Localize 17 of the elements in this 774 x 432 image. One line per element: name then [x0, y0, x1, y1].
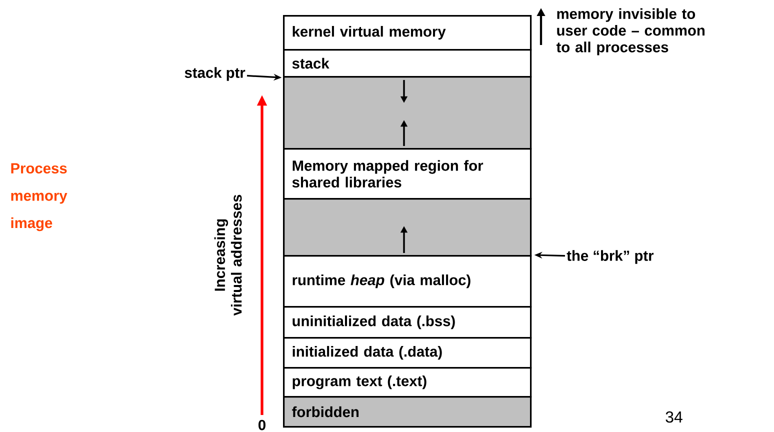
memory-segment: stack: [283, 49, 532, 78]
free-region: [283, 76, 532, 150]
memory-segment: program text (.text): [283, 367, 532, 398]
page-number: 34: [666, 411, 682, 423]
side-title: Process memory image: [11, 163, 68, 232]
axis-label: Increasing virtual addresses: [214, 194, 242, 316]
memory-segment: runtime heap (via malloc): [283, 255, 532, 308]
memory-segment: uninitialized data (.bss): [283, 306, 532, 339]
memory-segment: kernel virtual memory: [283, 15, 532, 51]
note: memory invisible to user code – common to all processes: [556, 8, 704, 56]
origin-label: 0: [258, 420, 266, 430]
memory-segment: Memory mapped region for shared libraries: [283, 148, 532, 200]
pointer-label: the “brk” ptr: [566, 250, 654, 264]
free-region: [283, 198, 532, 257]
memory-segment: forbidden: [283, 396, 532, 428]
pointer-label: stack ptr: [184, 67, 246, 81]
memory-segment: initialized data (.data): [283, 337, 532, 369]
